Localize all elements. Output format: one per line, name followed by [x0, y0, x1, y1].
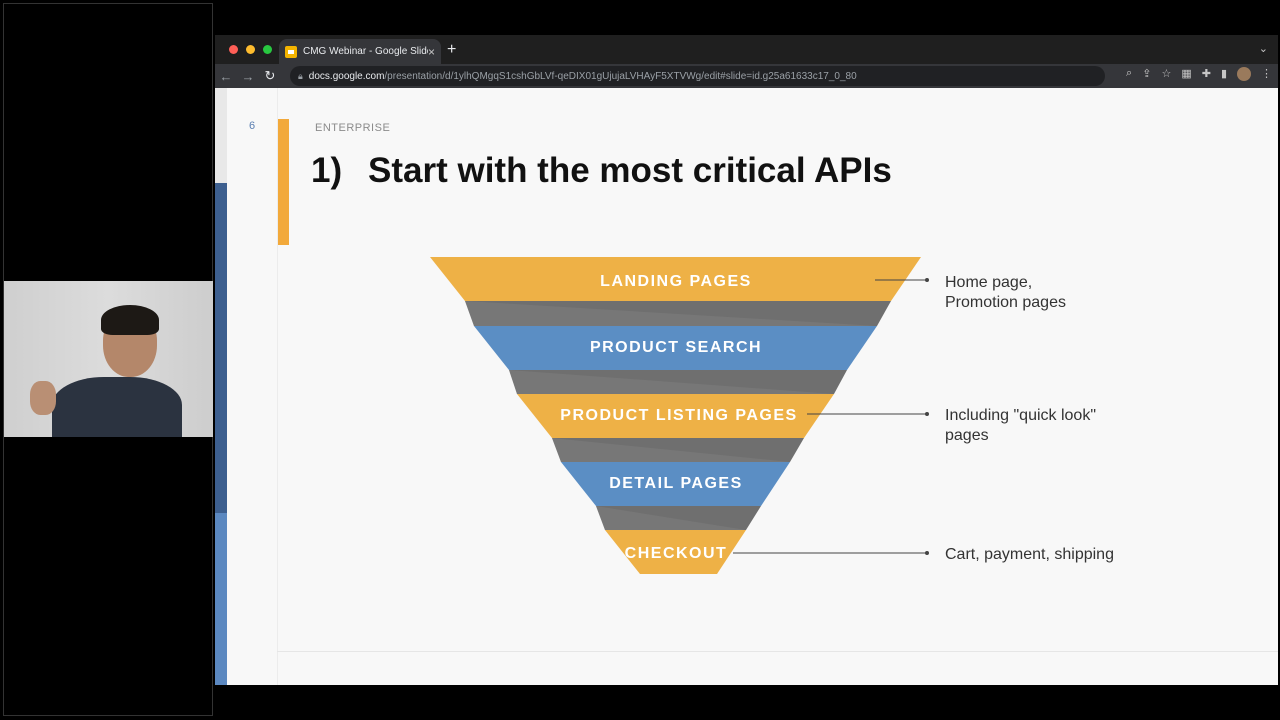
funnel-connector-shade [552, 438, 790, 462]
close-tab-icon[interactable]: × [427, 44, 435, 59]
close-window-button[interactable] [229, 45, 238, 54]
funnel-connector [552, 438, 804, 462]
filmstrip-thumb-top [215, 88, 227, 183]
address-toolbar: ← → ↻ 🔒︎ docs.google.com /presentation/d… [215, 64, 1278, 88]
tab-google-slides[interactable]: CMG Webinar - Google Slides × [279, 39, 441, 64]
slide-bottom-edge [277, 651, 1278, 652]
funnel-stage-band [561, 462, 790, 506]
extension-icon[interactable]: ▦ [1181, 68, 1192, 80]
forward-arrow-icon[interactable]: → [241, 68, 255, 84]
menu-kebab-icon[interactable]: ⋮ [1261, 68, 1272, 80]
callout-note: Cart, payment, shipping [945, 546, 1114, 563]
funnel-stage-band [605, 530, 746, 574]
title-accent-bar [278, 119, 289, 245]
slide-number: 6 [249, 120, 256, 132]
slide-left-edge [277, 88, 278, 685]
share-icon[interactable]: ⇪ [1142, 68, 1152, 80]
tab-bar: CMG Webinar - Google Slides × + ⌄ [215, 35, 1278, 64]
address-bar[interactable]: 🔒︎ docs.google.com /presentation/d/1ylhQ… [290, 66, 1105, 86]
url-host: docs.google.com [308, 70, 385, 82]
callout-dot [925, 551, 929, 555]
new-tab-button[interactable]: + [447, 41, 457, 58]
funnel-connector [509, 370, 847, 394]
filmstrip-panel[interactable] [215, 88, 227, 685]
presenter-body [52, 377, 182, 437]
back-arrow-icon[interactable]: ← [219, 68, 233, 84]
callout-note: Home page,Promotion pages [945, 274, 1066, 311]
minimize-window-button[interactable] [246, 45, 255, 54]
title-number: 1) [311, 151, 343, 190]
side-panel-icon[interactable]: ▮ [1220, 68, 1227, 80]
funnel-diagram: LANDING PAGES PRODUCT SEARCH PRODUCT LISTI… [430, 257, 1114, 574]
slides-favicon-icon [285, 45, 297, 58]
slide-kicker: ENTERPRISE [315, 122, 391, 134]
funnel-stage-band [474, 326, 877, 370]
bookmark-star-icon[interactable]: ☆ [1161, 68, 1172, 80]
slide-title: Start with the most critical APIs [368, 151, 892, 190]
funnel-stage-label: PRODUCT LISTING PAGES [560, 407, 797, 424]
presenter-hair [101, 305, 159, 335]
funnel-connector-shade [596, 506, 746, 530]
funnel-stage-label: CHECKOUT [625, 545, 728, 562]
tab-title: CMG Webinar - Google Slides [303, 46, 428, 57]
webcam-panel [0, 0, 215, 720]
maximize-window-button[interactable] [263, 45, 272, 54]
callout-dot [925, 278, 929, 282]
funnel-connector-shade [509, 370, 834, 394]
reload-icon[interactable]: ↻ [264, 68, 276, 83]
funnel-connector-shade [465, 301, 877, 326]
profile-avatar[interactable] [1237, 67, 1251, 81]
browser-window: CMG Webinar - Google Slides × + ⌄ ← → ↻ … [215, 35, 1278, 685]
funnel-stage-band [430, 257, 921, 301]
funnel-connector [465, 301, 891, 326]
browser-toolbar-icons: ⌕ ⇪ ☆ ▦ ✚ ▮ ⋮ [1126, 67, 1272, 81]
funnel-connector [596, 506, 761, 530]
funnel-stage-label: PRODUCT SEARCH [590, 339, 762, 356]
slides-presentation-view: 6 ENTERPRISE 1) Start with the most crit… [215, 88, 1278, 685]
puzzle-extensions-icon[interactable]: ✚ [1201, 68, 1211, 80]
funnel-stage-label: DETAIL PAGES [609, 475, 743, 492]
url-path: /presentation/d/1ylhQMgqS1cshGbLVf-qeDIX… [384, 70, 857, 82]
webcam-video [4, 281, 213, 437]
lock-icon: 🔒︎ [298, 70, 303, 81]
callout-dot [925, 412, 929, 416]
callout-note: Including "quick look"pages [945, 407, 1096, 444]
zoom-icon[interactable]: ⌕ [1126, 67, 1133, 79]
filmstrip-thumb-current [215, 183, 227, 513]
funnel-stage-band [517, 394, 834, 438]
presenter-hand [30, 381, 56, 415]
funnel-stage-label: LANDING PAGES [600, 273, 752, 290]
tab-search-chevron-icon[interactable]: ⌄ [1258, 43, 1268, 55]
window-controls [229, 45, 272, 54]
